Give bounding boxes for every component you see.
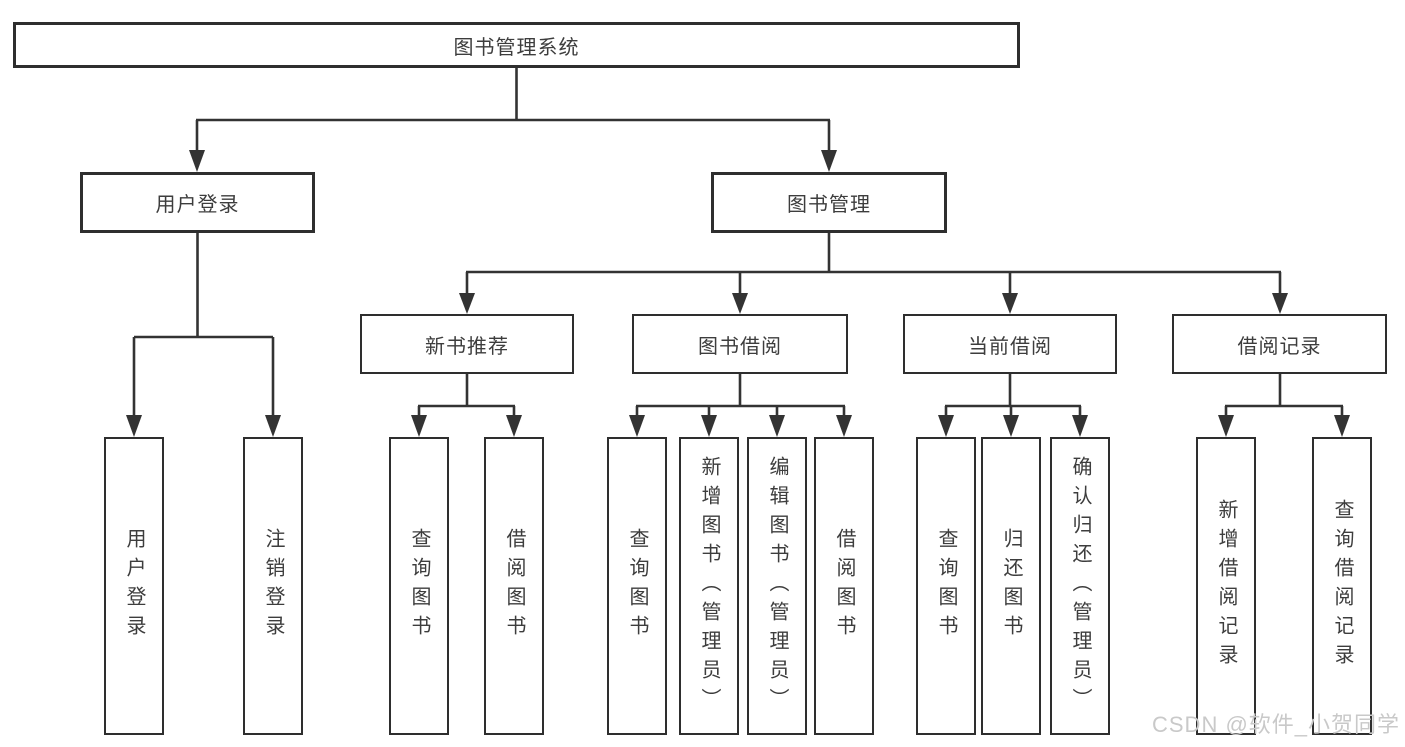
leaf-return-books-label: 归还图书	[1000, 528, 1022, 644]
group-borrowing-records-label: 借阅记录	[1237, 335, 1322, 358]
leaf-query-books-current-label: 查询图书	[935, 528, 957, 644]
leaf-query-books-recommend-label: 查询图书	[408, 528, 430, 644]
branch-book-management: 图书管理	[711, 172, 947, 233]
leaf-edit-books-admin: 编辑图书（管理员）	[747, 437, 807, 735]
leaf-query-borrow-record: 查询借阅记录	[1312, 437, 1372, 735]
leaf-user-login-label: 用户登录	[123, 528, 145, 644]
leaf-confirm-return-admin-label: 确认归还（管理员）	[1069, 455, 1091, 717]
leaf-query-books-recommend: 查询图书	[389, 437, 449, 735]
leaf-borrow-books-recommend-label: 借阅图书	[503, 528, 525, 644]
csdn-watermark: CSDN @软件_小贺同学	[1152, 712, 1401, 737]
leaf-edit-books-admin-label: 编辑图书（管理员）	[766, 455, 788, 717]
group-current-borrowing-label: 当前借阅	[968, 335, 1052, 358]
leaf-borrow-books-borrowing-label: 借阅图书	[833, 528, 855, 644]
group-new-book-recommendation-label: 新书推荐	[425, 335, 509, 358]
leaf-query-books-current: 查询图书	[916, 437, 976, 735]
leaf-add-books-admin: 新增图书（管理员）	[679, 437, 739, 735]
leaf-logout: 注销登录	[243, 437, 303, 735]
leaf-add-borrow-record-label: 新增借阅记录	[1215, 499, 1237, 673]
group-book-borrowing: 图书借阅	[632, 314, 848, 374]
root-node-book-management-system: 图书管理系统	[13, 22, 1020, 68]
leaf-return-books: 归还图书	[981, 437, 1041, 735]
leaf-confirm-return-admin: 确认归还（管理员）	[1050, 437, 1110, 735]
leaf-add-books-admin-label: 新增图书（管理员）	[698, 455, 720, 717]
group-new-book-recommendation: 新书推荐	[360, 314, 574, 374]
leaf-user-login: 用户登录	[104, 437, 164, 735]
leaf-add-borrow-record: 新增借阅记录	[1196, 437, 1256, 735]
root-node-label: 图书管理系统	[453, 36, 580, 59]
group-book-borrowing-label: 图书借阅	[698, 335, 782, 358]
branch-user-login: 用户登录	[80, 172, 315, 233]
branch-book-management-label: 图书管理	[787, 194, 871, 216]
leaf-borrow-books-borrowing: 借阅图书	[814, 437, 874, 735]
branch-user-login-label: 用户登录	[155, 194, 240, 216]
group-borrowing-records: 借阅记录	[1172, 314, 1387, 374]
leaf-query-books-borrowing: 查询图书	[607, 437, 667, 735]
leaf-query-borrow-record-label: 查询借阅记录	[1331, 499, 1353, 673]
leaf-borrow-books-recommend: 借阅图书	[484, 437, 544, 735]
leaf-logout-label: 注销登录	[262, 528, 284, 644]
leaf-query-books-borrowing-label: 查询图书	[626, 528, 648, 644]
group-current-borrowing: 当前借阅	[903, 314, 1117, 374]
